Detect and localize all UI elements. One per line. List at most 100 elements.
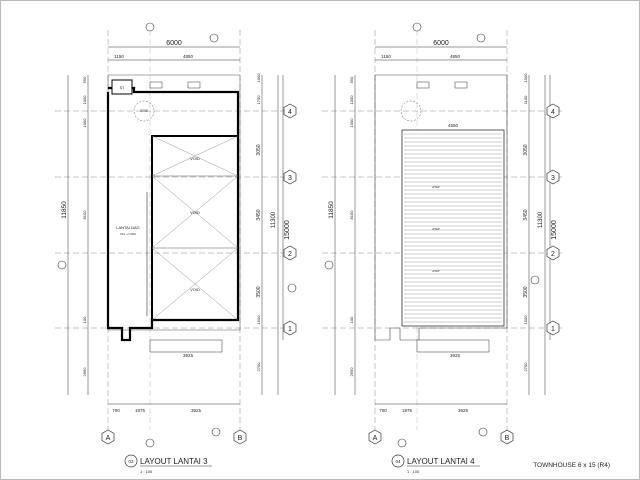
section-marker-bottom-left	[145, 438, 155, 448]
dim-left-5: 100	[82, 316, 87, 323]
svg-text:B: B	[505, 435, 510, 442]
dim-right-overall: 15000	[284, 220, 291, 240]
dim-right-7: 2700	[256, 362, 261, 372]
plan-scale-4: 1 : 100	[407, 469, 420, 474]
svg-text:3925: 3925	[458, 408, 469, 413]
svg-text:8100: 8100	[349, 210, 354, 220]
grid-col-marker-a: A	[101, 429, 115, 445]
svg-text:3450: 3450	[523, 209, 529, 220]
dim-right-4: 3450	[256, 209, 262, 220]
plan-lantai-3: 6000 1150 4850 VOID VOID VOID ST 2000	[55, 22, 298, 474]
void-frame	[151, 135, 239, 321]
footprint-outline-4	[374, 74, 508, 341]
room-label: LANTAI DAG	[116, 225, 140, 230]
grid-col-marker-a4: A	[368, 429, 382, 445]
grid-col-marker-b: B	[233, 429, 247, 445]
roof-label-2: ATAP	[432, 227, 439, 231]
dim-top-2-4: 4850	[450, 54, 461, 59]
plan-title-4: LAYOUT LANTAI 4	[407, 457, 475, 466]
svg-text:1100: 1100	[523, 95, 528, 104]
svg-text:2: 2	[288, 251, 292, 258]
section-marker-bottom-right	[211, 427, 221, 437]
bottom-balcony	[149, 339, 223, 353]
svg-text:550: 550	[349, 76, 354, 83]
svg-text:B: B	[238, 435, 243, 442]
svg-text:2: 2	[551, 251, 555, 258]
svg-text:A: A	[373, 435, 378, 442]
title-number-circle-4	[391, 454, 405, 468]
right-level-marker	[287, 283, 297, 293]
svg-text:11300: 11300	[538, 211, 544, 228]
dim-top-2: 4850	[183, 54, 194, 59]
svg-text:1975: 1975	[402, 408, 413, 413]
svg-text:100: 100	[349, 316, 354, 323]
svg-text:700: 700	[379, 408, 387, 413]
svg-text:15000: 15000	[551, 220, 558, 240]
wall-outline	[106, 86, 240, 342]
roof-label-1: ATAP	[432, 185, 439, 189]
svg-text:2700: 2700	[523, 362, 528, 372]
round-feature	[133, 100, 155, 122]
title-number: 03	[128, 459, 134, 464]
svg-text:4: 4	[551, 109, 555, 116]
svg-text:1: 1	[551, 326, 555, 333]
dim-top-overall-4: 6000	[433, 40, 449, 47]
void-label-3: VOID	[190, 287, 200, 292]
svg-text:2650: 2650	[349, 367, 354, 377]
dim-right-2: 1700	[256, 95, 261, 105]
grid-col-marker-b4: B	[500, 429, 514, 445]
dim-top-1-4: 1150	[381, 54, 391, 59]
svg-text:1000: 1000	[349, 95, 354, 105]
stair-label: ST	[120, 86, 125, 90]
dim-left-1: 550	[82, 76, 87, 83]
dim-left-6: 2650	[82, 367, 87, 377]
plan-lantai-4: 6000 1150 4850 4550 ATAP ATAP ATAP 3925 …	[322, 22, 565, 474]
grid-row-marker-3: 3	[283, 169, 297, 185]
svg-text:4: 4	[288, 109, 292, 116]
svg-text:1000: 1000	[523, 73, 528, 83]
section-marker-top-left	[145, 22, 155, 32]
dim-right-5: 3500	[256, 286, 262, 297]
grid-row-marker-3b: 3	[546, 169, 560, 185]
svg-text:1: 1	[288, 326, 292, 333]
dim-right-6: 1500	[256, 315, 261, 325]
grid-row-marker-4b: 4	[546, 103, 560, 119]
title-number-circle	[124, 454, 138, 468]
dim-left-overall: 11850	[61, 201, 68, 219]
grid-row-marker-1b: 1	[546, 320, 560, 336]
plan-title: LAYOUT LANTAI 3	[140, 457, 208, 466]
footprint-outline	[107, 74, 241, 331]
dim-left-2: 1000	[82, 95, 87, 105]
svg-text:3: 3	[288, 175, 292, 182]
roof-area	[401, 129, 505, 327]
grid-row-marker-4: 4	[283, 103, 297, 119]
svg-text:1500: 1500	[523, 315, 528, 325]
void-label-2: VOID	[190, 210, 200, 215]
dim-left-3: 1000	[82, 118, 87, 128]
grid-row-marker-1: 1	[283, 320, 297, 336]
sheet-title: TOWNHOUSE 6 x 15 (R4)	[533, 462, 610, 469]
dim-bottom-2: 1975	[135, 408, 146, 413]
dim-left-overall-4: 11850	[328, 201, 335, 219]
svg-text:A: A	[106, 435, 111, 442]
balcony-dim: 3925	[183, 353, 194, 358]
svg-text:3500: 3500	[523, 286, 529, 297]
dim-bottom-3: 3925	[191, 408, 202, 413]
roof-hatching	[404, 133, 502, 323]
dim-top-1: 1150	[114, 54, 124, 59]
svg-text:3050: 3050	[523, 144, 529, 155]
dim-left-4: 8100	[82, 210, 87, 220]
balcony-dim-4: 3925	[450, 353, 461, 358]
dim-top-overall: 6000	[166, 40, 182, 47]
dim-right-3: 3050	[256, 144, 262, 155]
section-marker-top-right	[209, 33, 219, 43]
roof-top-dim: 4550	[448, 123, 459, 128]
dim-bottom-1: 700	[112, 408, 120, 413]
stair-box	[111, 79, 133, 95]
grid-row-marker-2b: 2	[546, 245, 560, 261]
plan-scale: 1 : 100	[140, 469, 153, 474]
dim-right-1: 1000	[256, 73, 261, 83]
room-sublabel: FFL +7.000	[120, 232, 136, 236]
